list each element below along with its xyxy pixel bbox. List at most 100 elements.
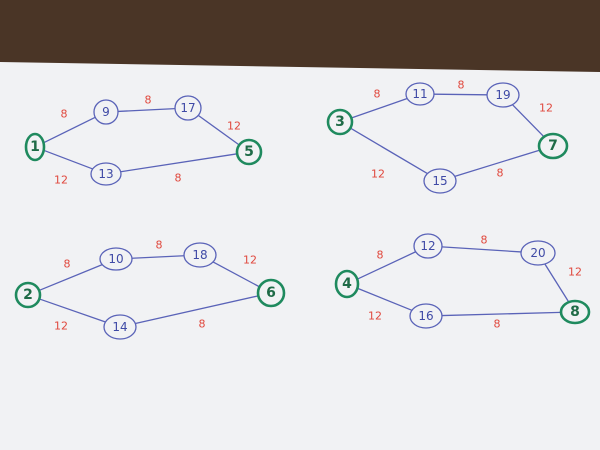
edge-14-6 <box>135 295 259 325</box>
node-label: 17 <box>180 101 195 115</box>
node-circle <box>183 242 217 268</box>
edge-10-18 <box>131 255 185 259</box>
edge-weight-label: 12 <box>368 310 382 323</box>
node-label: 3 <box>335 114 345 130</box>
node-label: 16 <box>418 309 433 323</box>
node-circle <box>486 82 520 108</box>
node-11: 11 <box>405 82 435 106</box>
node-label: 6 <box>266 285 276 301</box>
edge-4-12 <box>356 251 416 280</box>
edge-3-11 <box>351 97 408 119</box>
node-label: 13 <box>98 167 113 181</box>
node-circle <box>334 269 360 299</box>
edge-weight-label: 8 <box>494 318 501 331</box>
edge-3-15 <box>350 127 428 175</box>
node-circle <box>93 99 119 125</box>
node-circle <box>14 281 42 309</box>
node-label: 1 <box>30 139 40 155</box>
node-label: 5 <box>244 144 254 160</box>
node-label: 12 <box>420 239 435 253</box>
edge-weight-label: 8 <box>458 79 465 92</box>
edge-13-5 <box>120 153 238 173</box>
edge-weight-label: 8 <box>64 258 71 271</box>
node-circle <box>405 82 435 106</box>
edge-11-19 <box>433 93 488 96</box>
node-label: 8 <box>570 304 580 320</box>
edge-weight-label: 12 <box>568 266 582 279</box>
edge-weight-label: 8 <box>481 234 488 247</box>
node-4: 4 <box>334 269 360 299</box>
node-circle <box>174 95 202 121</box>
node-circle <box>559 299 591 325</box>
node-circle <box>235 138 263 166</box>
paper-sheet <box>0 62 600 450</box>
node-label: 4 <box>342 276 352 292</box>
node-12: 12 <box>413 233 443 259</box>
edge-9-17 <box>117 107 176 113</box>
node-19: 19 <box>486 82 520 108</box>
edges-layer <box>38 93 570 325</box>
edge-15-7 <box>454 149 541 178</box>
edge-2-10 <box>38 264 103 292</box>
edge-17-5 <box>197 114 240 146</box>
node-15: 15 <box>423 168 457 194</box>
node-9: 9 <box>93 99 119 125</box>
node-16: 16 <box>409 303 443 329</box>
node-18: 18 <box>183 242 217 268</box>
edge-2-14 <box>39 298 106 323</box>
edge-1-9 <box>43 116 96 144</box>
node-label: 11 <box>412 87 427 101</box>
node-circle <box>99 247 133 271</box>
node-label: 14 <box>112 320 127 334</box>
node-circle <box>24 132 46 162</box>
node-label: 19 <box>495 88 510 102</box>
node-17: 17 <box>174 95 202 121</box>
edge-weight-label: 8 <box>61 108 68 121</box>
node-circle <box>90 162 122 186</box>
edge-1-13 <box>43 149 93 170</box>
weight-labels-layer: 8 8 12 12 8 8 8 12 12 8 8 8 12 12 8 8 8 12 12 8 <box>54 79 582 333</box>
node-circle <box>103 314 137 340</box>
node-8: 8 <box>559 299 591 325</box>
node-2: 2 <box>14 281 42 309</box>
edge-16-8 <box>441 311 562 317</box>
edge-weight-label: 12 <box>371 168 385 181</box>
edge-weight-label: 12 <box>539 102 553 115</box>
node-circle <box>256 278 286 308</box>
edge-weight-label: 12 <box>54 174 68 187</box>
node-label: 15 <box>432 174 447 188</box>
node-20: 20 <box>520 240 556 266</box>
node-circle <box>423 168 457 194</box>
edge-weight-label: 12 <box>243 254 257 267</box>
node-7: 7 <box>537 132 569 160</box>
node-circle <box>537 132 569 160</box>
edge-weight-label: 8 <box>145 94 152 107</box>
node-circle <box>413 233 443 259</box>
node-label: 10 <box>108 252 123 266</box>
edge-weight-label: 8 <box>199 318 206 331</box>
edge-12-20 <box>441 246 522 253</box>
node-circle <box>326 108 354 136</box>
node-label: 18 <box>192 248 207 262</box>
node-14: 14 <box>103 314 137 340</box>
node-5: 5 <box>235 138 263 166</box>
node-3: 3 <box>326 108 354 136</box>
edge-weight-label: 8 <box>374 88 381 101</box>
node-circle <box>409 303 443 329</box>
node-10: 10 <box>99 247 133 271</box>
edge-weight-label: 8 <box>377 249 384 262</box>
edge-4-16 <box>357 287 413 311</box>
edge-20-8 <box>544 263 570 303</box>
edge-weight-label: 12 <box>227 120 241 133</box>
node-label: 20 <box>530 246 545 260</box>
node-label: 2 <box>23 287 33 303</box>
node-13: 13 <box>90 162 122 186</box>
edge-weight-label: 8 <box>497 167 504 180</box>
node-circle <box>520 240 556 266</box>
edge-19-7 <box>512 104 545 138</box>
edge-weight-label: 8 <box>175 172 182 185</box>
node-label: 7 <box>548 138 558 154</box>
edge-weight-label: 12 <box>54 320 68 333</box>
